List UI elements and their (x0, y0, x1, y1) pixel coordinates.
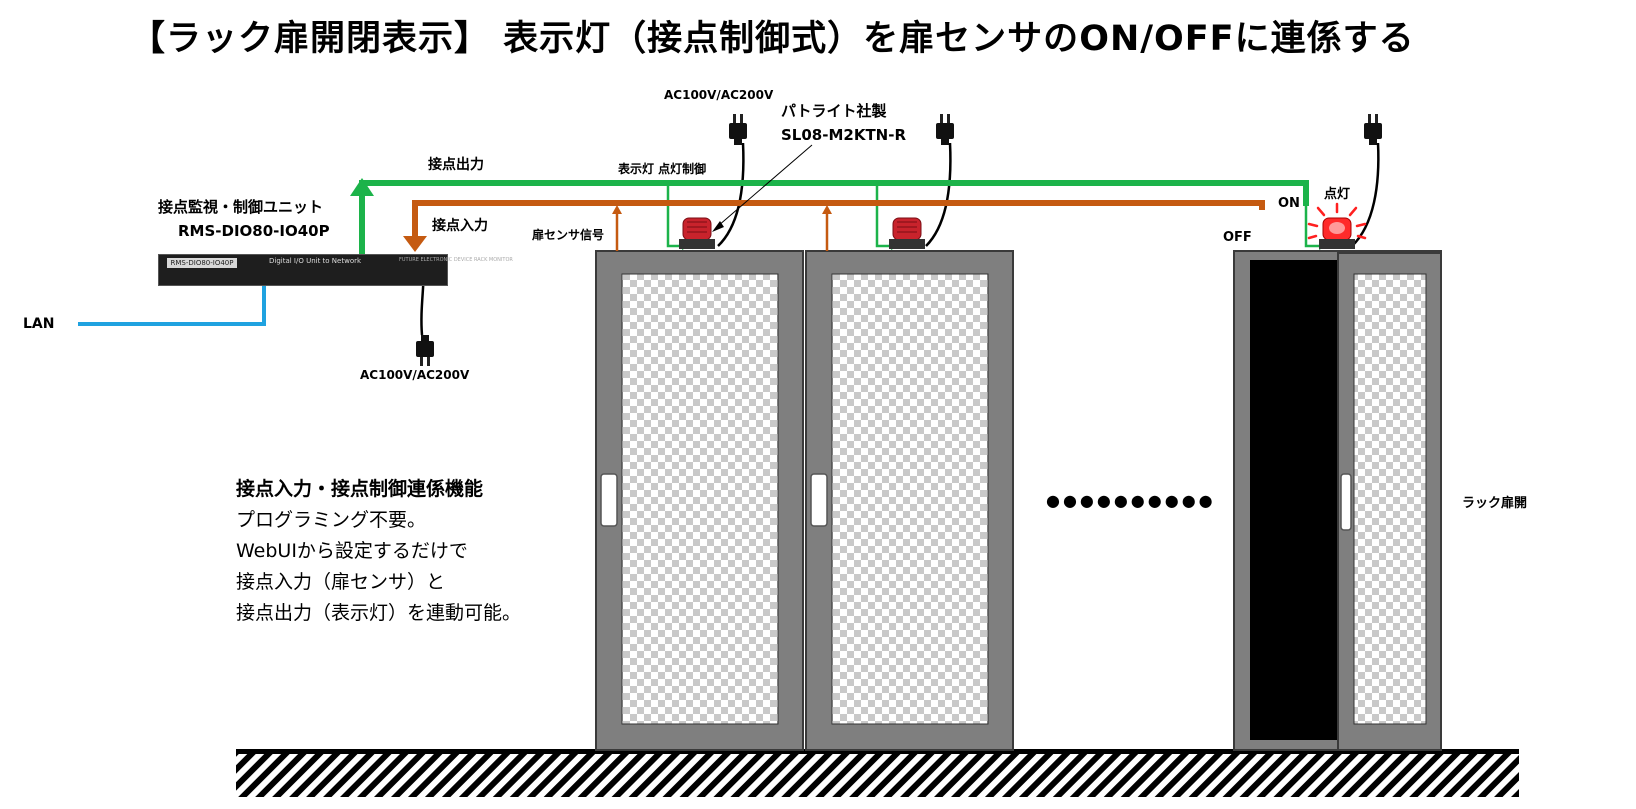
patlite-maker-label: パトライト社製 (781, 102, 887, 120)
contact-input-label: 接点入力 (432, 218, 488, 234)
feature-line: WebUIから設定するだけで (236, 540, 468, 562)
unit-panel-label: Digital I/O Unit to Network (269, 257, 362, 265)
feature-description: 接点入力・接点制御連係機能 プログラミング不要。 WebUIから設定するだけで … (236, 474, 521, 629)
door-sensor-signal-label: 扉センサ信号 (532, 228, 605, 242)
lan-label: LAN (23, 316, 55, 332)
signal-lamp-2 (889, 217, 925, 249)
signal-lamp-3-lit (1307, 202, 1367, 249)
feature-line: 接点入力（扉センサ）と (236, 571, 446, 593)
off-label: OFF (1223, 230, 1252, 245)
contact-input-line (403, 200, 1265, 252)
lan-cable (78, 270, 266, 326)
rack-open-label: ラック扉開 (1462, 496, 1528, 511)
floor (236, 749, 1519, 797)
ac-power-label-bottom: AC100V/AC200V (360, 368, 470, 382)
rack-3-open (1233, 250, 1442, 751)
contact-output-label: 接点出力 (428, 157, 484, 173)
unit-name-label: 接点監視・制御ユニット (158, 198, 324, 216)
lamp-control-label: 表示灯 点灯制御 (618, 162, 707, 176)
feature-line: 接点出力（表示灯）を連動可能。 (236, 602, 522, 624)
signal-lamp-1 (679, 217, 715, 249)
rack-1 (595, 250, 804, 751)
contact-monitor-unit: RMS-DIO80-IO40P Digital I/O Unit to Netw… (158, 254, 513, 286)
contact-output-line (350, 178, 1309, 254)
feature-heading: 接点入力・接点制御連係機能 (236, 478, 484, 500)
page-title: 【ラック扉開閉表示】 表示灯（接点制御式）を扉センサのON/OFFに連係する (130, 19, 1415, 59)
patlite-leader-line (712, 144, 813, 232)
unit-model-badge: RMS-DIO80-IO40P (167, 258, 237, 268)
unit-model-label: RMS-DIO80-IO40P (178, 222, 330, 240)
feature-line: プログラミング不要。 (236, 509, 427, 531)
door-sensor-signals (612, 205, 832, 251)
ac-power-label-top: AC100V/AC200V (664, 88, 774, 102)
lit-label: 点灯 (1324, 187, 1351, 202)
rack-2 (805, 250, 1014, 751)
unit-maker-label: FUTURE ELECTRONIC DEVICE RACK MONITOR (399, 257, 513, 263)
on-label: ON (1278, 196, 1300, 211)
patlite-model-label: SL08-M2KTN-R (781, 126, 907, 144)
continuation-dots: ●●●●●●●●●● (1046, 491, 1216, 510)
